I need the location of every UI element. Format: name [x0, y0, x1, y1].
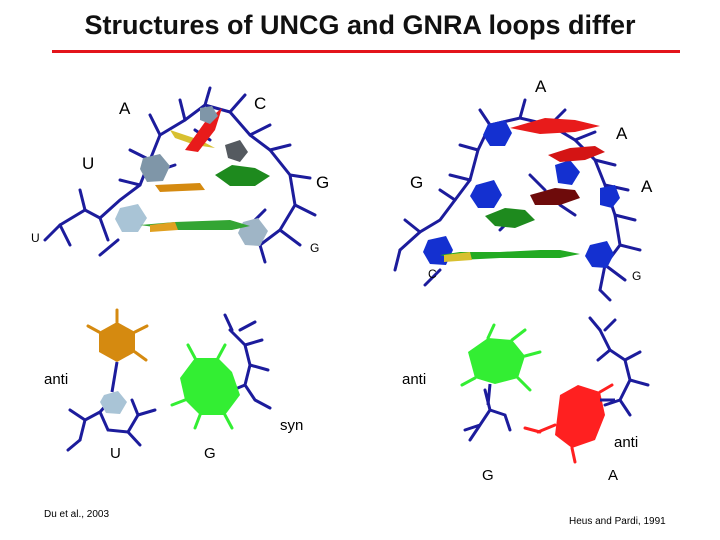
gnra-label-c-small: C [428, 267, 437, 281]
gnra-label-a-top: A [535, 77, 547, 96]
citation-left: Du et al., 2003 [44, 509, 110, 520]
gnra-guanosine-base-anti [468, 338, 525, 384]
slide-title: Structures of UNCG and GNRA loops differ [84, 10, 636, 40]
gnra-base-label-g: G [482, 467, 494, 484]
gnra-base-label-a: A [608, 467, 619, 484]
uncg-label-g-small: G [310, 241, 320, 255]
gnra-adenosine-base-middle [548, 146, 605, 162]
gnra-adenosine-base-top [510, 118, 600, 134]
gnra-label-a-third: A [641, 177, 653, 196]
gnra-conformation-anti-right: anti [614, 434, 639, 451]
gnra-ribose-top [483, 120, 512, 146]
uncg-conformation-syn: syn [280, 417, 304, 434]
gnra-conformation-anti-left: anti [402, 371, 427, 388]
uridine-ribose-top [140, 154, 170, 182]
uridine-ribose-bottom [115, 204, 147, 232]
gnra-adenosine-base-dark [530, 188, 580, 205]
gnra-label-g-small: G [632, 269, 642, 283]
uncg-label-g: G [316, 173, 330, 192]
uncg-bases-structure [66, 308, 272, 452]
uridine-ribose [100, 391, 127, 414]
gnra-label-g: G [410, 173, 424, 192]
citation-right: Heus and Pardi, 1991 [569, 516, 666, 527]
gnra-bases-structure [460, 316, 650, 464]
uncg-label-c: C [254, 94, 267, 113]
gnra-adenosine-base-anti [555, 385, 605, 448]
c-g-base-pair [440, 250, 580, 260]
gnra-ribose-middle [470, 180, 502, 208]
uncg-conformation-anti: anti [44, 371, 69, 388]
uncg-loop-structure [43, 86, 317, 264]
gnra-ribose-g [585, 241, 614, 268]
stacked-cytidine-base [155, 183, 205, 192]
uncg-label-u-small: U [31, 231, 40, 245]
uncg-base-label-g: G [204, 445, 216, 462]
gnra-guanosine-base [485, 208, 535, 228]
gnra-loop-structure [393, 98, 642, 302]
guanosine-base-top [215, 165, 270, 186]
guanosine-base-syn [180, 358, 240, 415]
uncg-base-label-u: U [110, 445, 121, 462]
cytidine-base-anti [99, 322, 135, 362]
uncg-label-u: U [82, 154, 95, 173]
title-divider [52, 50, 680, 53]
gnra-label-a-second: A [616, 124, 628, 143]
uncg-label-a: A [119, 99, 131, 118]
